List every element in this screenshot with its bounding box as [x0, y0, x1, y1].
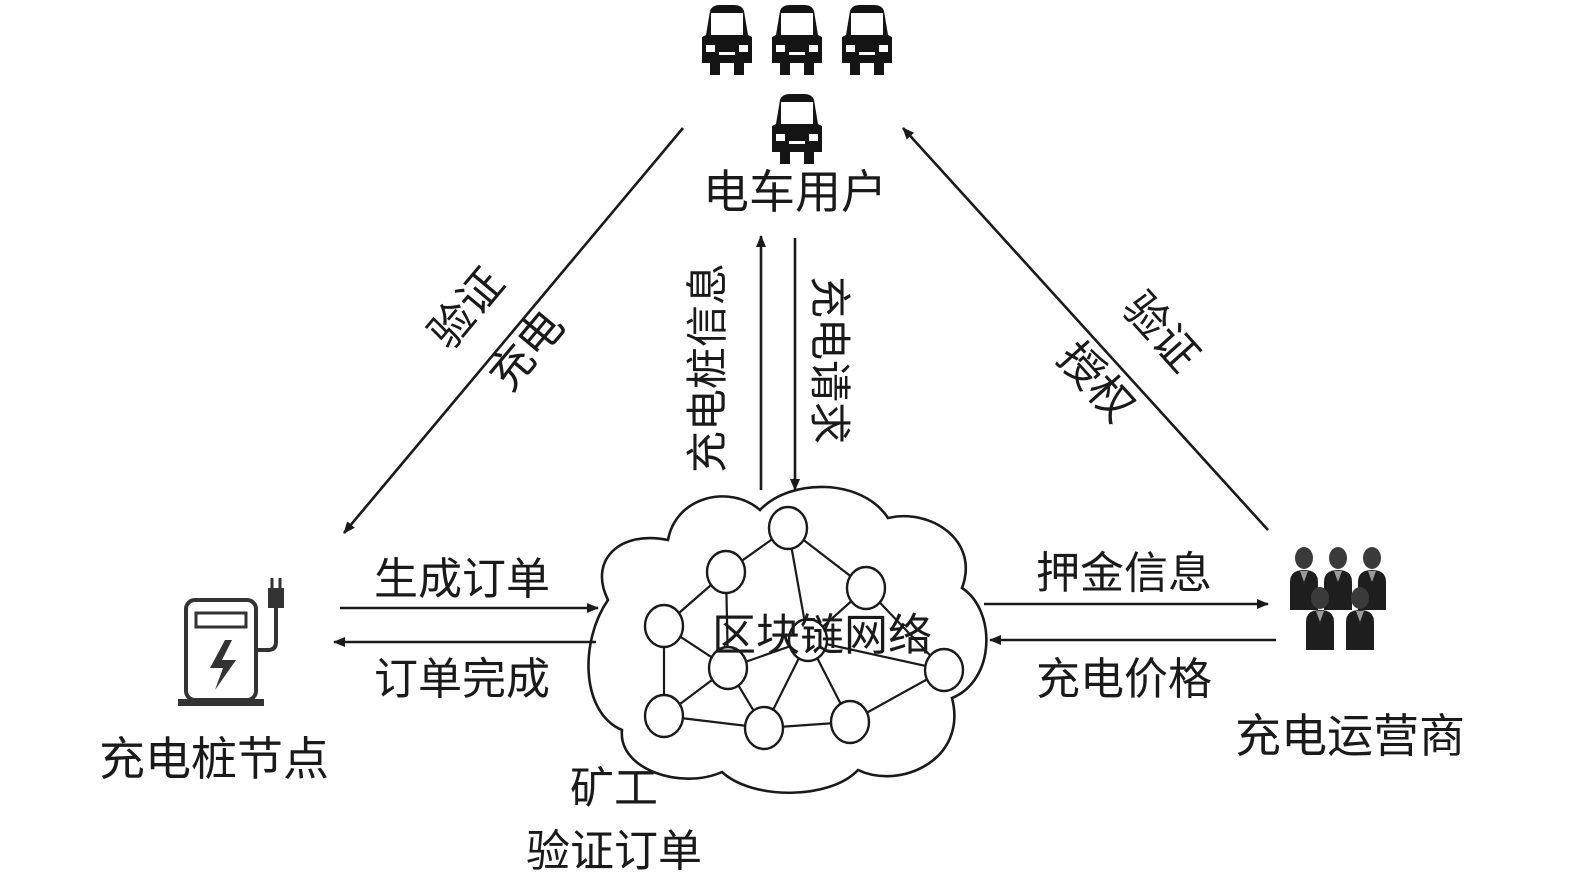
- charging-pile-label: 充电桩节点: [99, 732, 329, 786]
- miner-verify-order-label: 验证订单: [526, 826, 702, 877]
- edge-label-order-done: 订单完成: [374, 654, 550, 705]
- arrow-operator-to-users: [902, 127, 1269, 531]
- network-node: [705, 549, 747, 595]
- network-nodes: [643, 505, 965, 751]
- edge-label-charge-request: 充电请求: [805, 276, 854, 444]
- operator-label: 充电运营商: [1235, 709, 1465, 763]
- people-group-icon: [1290, 547, 1386, 650]
- car-front-icon: [842, 5, 892, 75]
- car-front-icon: [702, 5, 752, 75]
- network-node: [829, 699, 871, 745]
- edge-label-deposit-info: 押金信息: [1036, 548, 1212, 599]
- ev-users-label: 电车用户: [703, 165, 887, 219]
- edge-label-create-order: 生成订单: [374, 554, 550, 605]
- edge-label-charge-price: 充电价格: [1036, 654, 1212, 705]
- miner-label: 矿工: [570, 763, 658, 814]
- car-front-icon: [772, 5, 822, 75]
- blockchain-cloud: 区块链网络: [587, 485, 988, 794]
- edge-label-pile-info: 充电桩信息: [683, 263, 732, 473]
- edge-label-authorize: 授权: [1047, 333, 1144, 433]
- ev-users-group: 电车用户: [702, 5, 892, 219]
- network-node: [767, 505, 809, 551]
- cloud-shape: [587, 485, 988, 794]
- network-node: [643, 603, 685, 649]
- network-node: [845, 565, 887, 611]
- network-node: [643, 693, 685, 739]
- network-node: [923, 647, 965, 693]
- edge-label-verify: 验证: [1112, 283, 1209, 383]
- car-front-icon: [772, 94, 822, 164]
- ev-charger-icon: [178, 578, 284, 706]
- network-node: [787, 617, 829, 663]
- blockchain-label: 区块链网络: [712, 610, 932, 661]
- network-node: [743, 705, 785, 751]
- arrow-users-to-pile: [343, 127, 684, 534]
- network-node: [707, 645, 749, 691]
